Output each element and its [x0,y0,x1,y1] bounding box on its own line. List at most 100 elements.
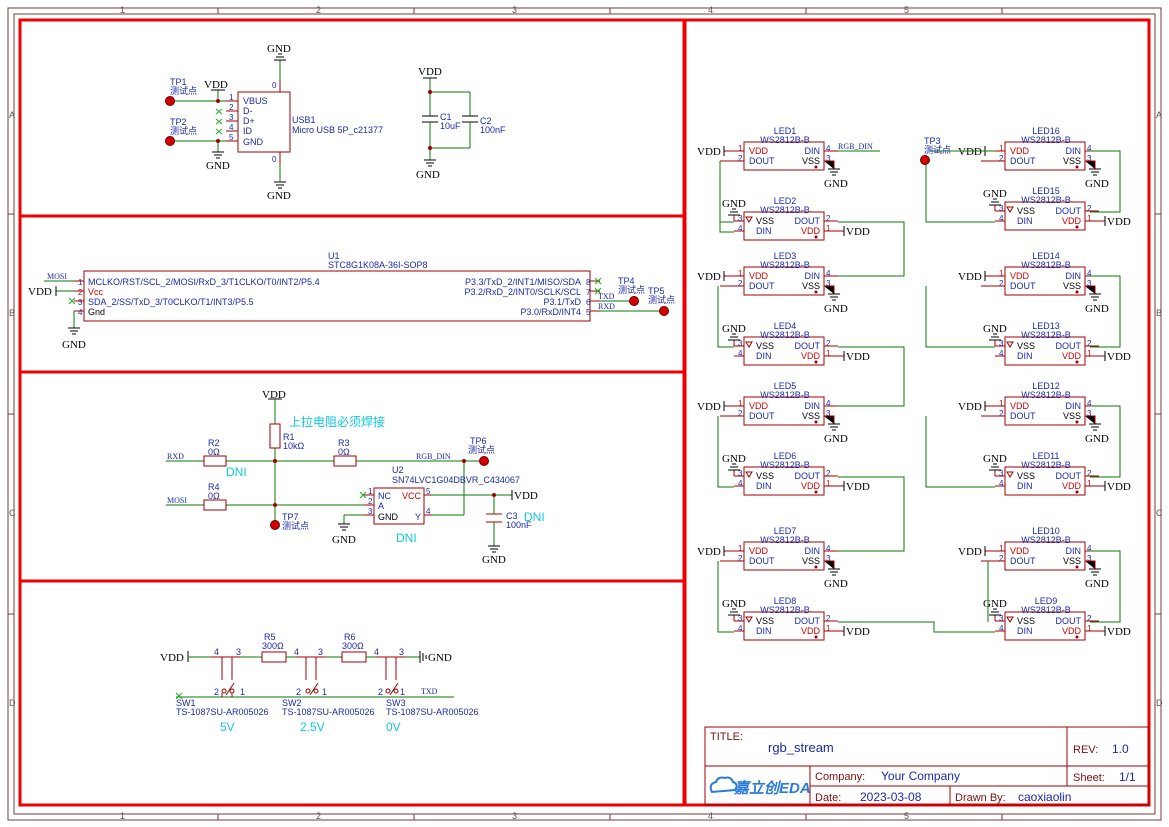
test-point-tp4[interactable]: TP4 测试点 [618,276,645,306]
led-ref: LED16 [1032,126,1060,136]
led-ref: LED14 [1032,251,1060,261]
capacitor-c2[interactable]: C2 100nF [462,115,506,148]
capacitor-c1[interactable]: C1 10uF [422,78,471,160]
svg-text:GND: GND [482,554,506,566]
svg-text:2: 2 [999,279,1004,288]
ruler-col: 2 [316,811,321,821]
svg-text:4: 4 [1087,399,1092,408]
test-point-tp1[interactable]: TP1 测试点 [165,77,198,106]
svg-text:1: 1 [738,144,743,153]
svg-text:GND: GND [416,169,440,181]
svg-text:VDD: VDD [958,401,982,413]
mcu-u1[interactable]: U1 STC8G1K08A-36I-SOP8 MCLKO/RST/SCL_2/M… [74,251,600,322]
svg-text:1: 1 [999,144,1004,153]
svg-text:TP6: TP6 [470,436,487,446]
ruler-col: 2 [316,5,321,15]
svg-text:DOUT: DOUT [1056,206,1082,216]
svg-text:DOUT: DOUT [749,281,775,291]
svg-text:DOUT: DOUT [795,216,821,226]
svg-text:DIN: DIN [805,546,821,556]
svg-text:GND: GND [267,190,291,202]
led-value: WS2812B-B [1021,605,1071,615]
usb-wiring [170,60,281,182]
led-value: WS2812B-B [760,135,810,145]
test-point-tp6[interactable]: TP6 测试点 [468,436,495,466]
svg-text:TP2: TP2 [170,117,187,127]
svg-text:VSS: VSS [802,281,820,291]
svg-text:1: 1 [368,487,373,496]
svg-text:DIN: DIN [756,226,772,236]
ruler-row: D [9,698,16,708]
buffer-u2[interactable]: U2 SN74LVC1G04DBVR_C434067 NC A GND VCC … [364,465,520,525]
drawn-label: Drawn By: [955,792,1006,804]
led-chain: LED1WS2812B-BVDDDOUTDINVSS1243VDDGNDLED2… [697,126,1131,641]
svg-text:3: 3 [999,204,1004,213]
svg-text:1: 1 [826,224,831,233]
svg-text:嘉立创EDA: 嘉立创EDA [733,779,811,797]
svg-text:DOUT: DOUT [1010,281,1036,291]
resistor-r6[interactable]: R6 300Ω [341,632,367,663]
switch-sw1[interactable]: 4 3 2 1 SW1 TS-1087SU-AR005026 5V [176,647,269,734]
svg-text:VSS: VSS [1017,341,1035,351]
svg-text:DIN: DIN [805,146,821,156]
svg-text:2: 2 [214,687,219,697]
svg-text:R4: R4 [208,482,220,492]
svg-text:VSS: VSS [1063,411,1081,421]
resistor-r2[interactable]: R2 0Ω [203,438,227,467]
svg-text:3: 3 [368,507,373,516]
resistor-r1[interactable]: R1 10kΩ [269,423,305,451]
resistor-r4[interactable]: R4 0Ω [203,482,227,511]
svg-text:DOUT: DOUT [795,341,821,351]
svg-text:VSS: VSS [1017,471,1035,481]
test-point-tp2[interactable]: TP2 测试点 [165,117,198,146]
svg-text:VDD: VDD [1010,546,1030,556]
usb-connector[interactable]: VBUS D- D+ ID GND USB1 Micro USB 5P_c213… [226,80,383,164]
svg-text:DIN: DIN [756,626,772,636]
svg-text:VDD: VDD [1107,626,1131,638]
svg-text:R5: R5 [264,632,276,642]
switch-sw3[interactable]: 4 3 2 1 SW3 TS-1087SU-AR005026 0V [374,647,479,734]
svg-text:1: 1 [826,349,831,358]
capacitor-c3[interactable]: C3 100nF [486,511,532,530]
svg-text:TP1: TP1 [170,77,187,87]
svg-text:VSS: VSS [756,216,774,226]
level-shift-wiring: VDD VDD RXD MOSI RGB_DIN GND GND [166,389,538,566]
svg-text:DIN: DIN [1017,216,1033,226]
svg-text:3: 3 [1087,279,1092,288]
switch-sw2[interactable]: 4 3 2 1 SW2 TS-1087SU-AR005026 2.5V [282,647,375,734]
svg-text:VDD: VDD [28,286,52,298]
svg-text:4: 4 [826,269,831,278]
svg-text:VDD: VDD [958,271,982,283]
led-value: WS2812B-B [760,390,810,400]
resistor-r3[interactable]: R3 0Ω [333,438,357,467]
led-ref: LED3 [774,251,797,261]
svg-text:0Ω: 0Ω [208,491,220,501]
test-point-tp7[interactable]: TP7 测试点 [270,512,310,531]
rev-value: 1.0 [1112,742,1129,756]
svg-text:1: 1 [999,269,1004,278]
test-point-tp5[interactable]: TP5 测试点 [648,286,675,316]
svg-text:1: 1 [240,687,245,697]
dni-label: DNI [396,531,417,545]
test-point-tp3[interactable]: TP3 测试点 [920,136,952,165]
svg-text:GND: GND [267,43,291,55]
svg-text:1: 1 [322,687,327,697]
svg-text:0: 0 [272,155,277,164]
resistor-r5[interactable]: R5 300Ω [261,632,287,663]
